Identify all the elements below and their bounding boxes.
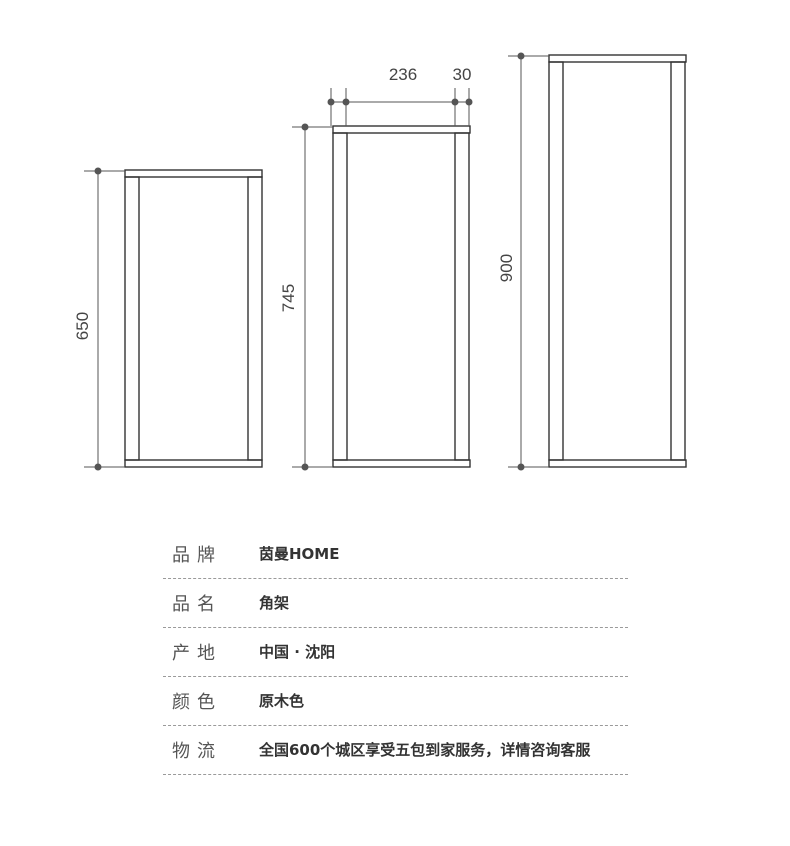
width-dimension: 236 30 — [327, 65, 473, 126]
spec-value: 原木色 — [259, 692, 305, 710]
post-label-30: 30 — [453, 65, 472, 84]
width-label-236: 236 — [389, 65, 417, 84]
spec-table: 品牌 茵曼HOME 品名 角架 产地 中国 · 沈阳 颜色 原木色 物流 全国6… — [163, 530, 628, 775]
spec-label: 产地 — [172, 643, 222, 664]
spec-value: 中国 · 沈阳 — [259, 643, 336, 661]
height-label-650: 650 — [73, 312, 92, 340]
spec-row-logistics: 物流 全国600个城区享受五包到家服务，详情咨询客服 — [163, 726, 628, 775]
spec-value: 茵曼HOME — [259, 545, 340, 563]
frame-900 — [548, 54, 687, 468]
height-dimension-650: 650 — [73, 167, 125, 471]
spec-row-color: 颜色 原木色 — [163, 677, 628, 726]
spec-label: 品牌 — [172, 545, 222, 566]
height-dimension-745: 745 — [279, 123, 333, 471]
shelf-dimension-diagram: 650 745 236 30 — [73, 52, 687, 471]
height-label-900: 900 — [497, 254, 516, 282]
spec-row-brand: 品牌 茵曼HOME — [163, 530, 628, 579]
frame-650 — [124, 169, 263, 468]
spec-value: 角架 — [259, 594, 290, 612]
height-label-745: 745 — [279, 284, 298, 312]
frame-745 — [332, 125, 471, 468]
spec-label: 品名 — [172, 594, 222, 615]
spec-value: 全国600个城区享受五包到家服务，详情咨询客服 — [259, 741, 591, 759]
spec-label: 物流 — [172, 741, 222, 762]
height-dimension-900: 900 — [497, 52, 549, 471]
spec-row-product-name: 品名 角架 — [163, 579, 628, 628]
spec-row-origin: 产地 中国 · 沈阳 — [163, 628, 628, 677]
spec-label: 颜色 — [172, 692, 222, 713]
